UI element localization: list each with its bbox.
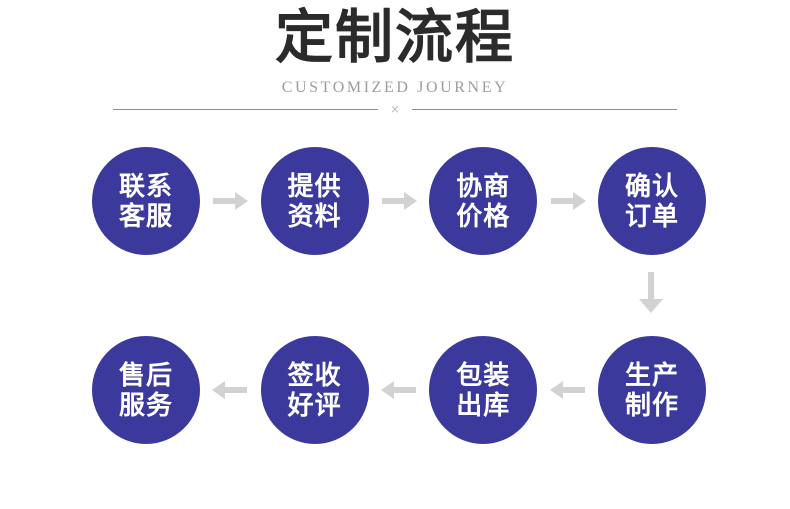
divider-line-left <box>113 108 378 110</box>
flow-node-after-sales-service[interactable]: 售后 服务 <box>92 336 200 444</box>
arrow-head <box>212 381 226 399</box>
divider-cross-icon: × <box>390 101 400 117</box>
arrow-left-icon <box>546 378 590 402</box>
node-label-line1: 联系 <box>118 171 173 201</box>
page-title: 定制流程 <box>274 5 515 70</box>
divider-line-right <box>412 108 677 110</box>
node-label-line1: 签收 <box>287 360 342 390</box>
page-header: 定制流程 CUSTOMIZED JOURNEY <box>0 0 790 98</box>
flow-row-bottom: 售后 服务 签收 好评 包装 出库 生产 制作 <box>92 336 706 444</box>
arrow-right-icon <box>377 189 421 213</box>
arrow-head <box>403 192 417 210</box>
node-label-line1: 生产 <box>624 360 679 390</box>
arrow-shaft <box>381 198 406 204</box>
arrow-left-icon <box>377 378 421 402</box>
node-label-line2: 资料 <box>287 201 342 231</box>
flow-node-receipt-review[interactable]: 签收 好评 <box>260 336 369 444</box>
arrow-shaft <box>213 198 238 204</box>
node-label-line2: 制作 <box>624 390 679 420</box>
node-label-line1: 确认 <box>624 171 679 201</box>
arrow-shaft <box>560 387 585 393</box>
flow-node-packaging-shipping[interactable]: 包装 出库 <box>429 336 538 444</box>
arrow-head <box>235 192 249 210</box>
arrow-down-icon <box>639 272 663 314</box>
arrow-shaft <box>550 198 575 204</box>
arrow-head <box>639 299 663 313</box>
flow-node-confirm-order[interactable]: 确认 订单 <box>597 147 706 255</box>
arrow-left-icon <box>208 378 252 402</box>
arrow-right-icon <box>546 189 590 213</box>
arrow-head <box>549 381 563 399</box>
arrow-head <box>572 192 586 210</box>
flow-node-contact-service[interactable]: 联系 客服 <box>92 147 200 255</box>
arrow-right-icon <box>208 189 252 213</box>
node-label-line2: 订单 <box>624 201 679 231</box>
node-label-line2: 出库 <box>456 390 511 420</box>
node-label-line1: 包装 <box>456 360 511 390</box>
node-label-line2: 价格 <box>456 201 511 231</box>
node-label-line1: 售后 <box>118 360 173 390</box>
page-subtitle: CUSTOMIZED JOURNEY <box>281 79 509 96</box>
header-divider: × <box>113 100 677 118</box>
flow-node-production-manufacturing[interactable]: 生产 制作 <box>597 336 706 444</box>
node-label-line1: 协商 <box>456 171 511 201</box>
arrow-head <box>380 381 394 399</box>
node-label-line2: 好评 <box>287 390 342 420</box>
flow-node-provide-materials[interactable]: 提供 资料 <box>260 147 369 255</box>
node-label-line1: 提供 <box>287 171 342 201</box>
flow-row-top: 联系 客服 提供 资料 协商 价格 确认 订单 <box>92 147 706 255</box>
flow-node-negotiate-price[interactable]: 协商 价格 <box>429 147 538 255</box>
arrow-shaft <box>391 387 416 393</box>
arrow-shaft <box>648 272 654 300</box>
node-label-line2: 服务 <box>118 390 173 420</box>
node-label-line2: 客服 <box>118 201 173 231</box>
arrow-shaft <box>223 387 248 393</box>
